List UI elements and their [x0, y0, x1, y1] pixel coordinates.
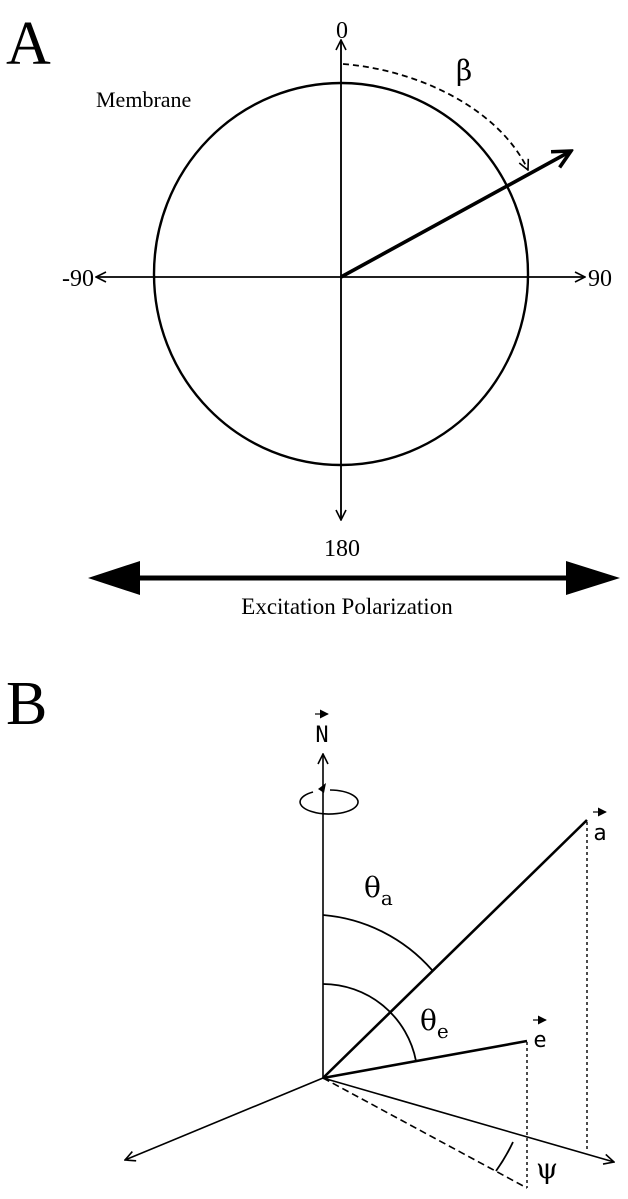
e-ground-projection	[322, 1077, 528, 1189]
theta-a-arc	[322, 914, 433, 971]
vector-a	[322, 819, 588, 1079]
membrane-label: Membrane	[96, 87, 191, 112]
rotation-ellipse	[299, 789, 359, 815]
theta-a-symbol: θ	[364, 871, 381, 904]
theta-e-subscript: e	[437, 1019, 449, 1043]
theta-e-label: θe	[420, 1004, 449, 1043]
axis-label-top: 0	[336, 18, 348, 44]
panel-a-label: A	[6, 10, 51, 78]
panel-b-label: B	[6, 670, 47, 738]
ground-axis-right	[322, 1077, 614, 1162]
psi-arc	[495, 1141, 514, 1172]
beta-label: β	[456, 54, 472, 87]
rotation-arrowhead	[318, 783, 326, 793]
polarization-label: Excitation Polarization	[241, 594, 453, 619]
axis-label-left: -90	[62, 266, 94, 292]
ground-axis-left	[125, 1077, 324, 1160]
vector-e	[322, 1039, 528, 1080]
polarization-arrowhead-right	[566, 561, 620, 595]
polarization-arrowhead-left	[88, 561, 140, 595]
axis-label-bottom: 180	[324, 536, 360, 562]
theta-a-label: θa	[364, 871, 393, 910]
vector-e-label: e	[533, 1028, 546, 1053]
dipole-vector	[340, 151, 571, 279]
theta-e-symbol: θ	[420, 1004, 437, 1037]
vector-a-label: a	[593, 821, 606, 846]
theta-e-arc	[322, 983, 417, 1062]
theta-a-subscript: a	[381, 886, 393, 910]
axis-label-right: 90	[588, 266, 612, 292]
panel-b: B N a e θa θe ψ	[6, 670, 614, 1189]
psi-label: ψ	[536, 1152, 558, 1185]
beta-angle-arc	[342, 63, 528, 170]
normal-vector-label: N	[315, 723, 328, 748]
panel-a: A 0 180 -90 90 Membrane β Excitation Pol…	[6, 10, 620, 619]
